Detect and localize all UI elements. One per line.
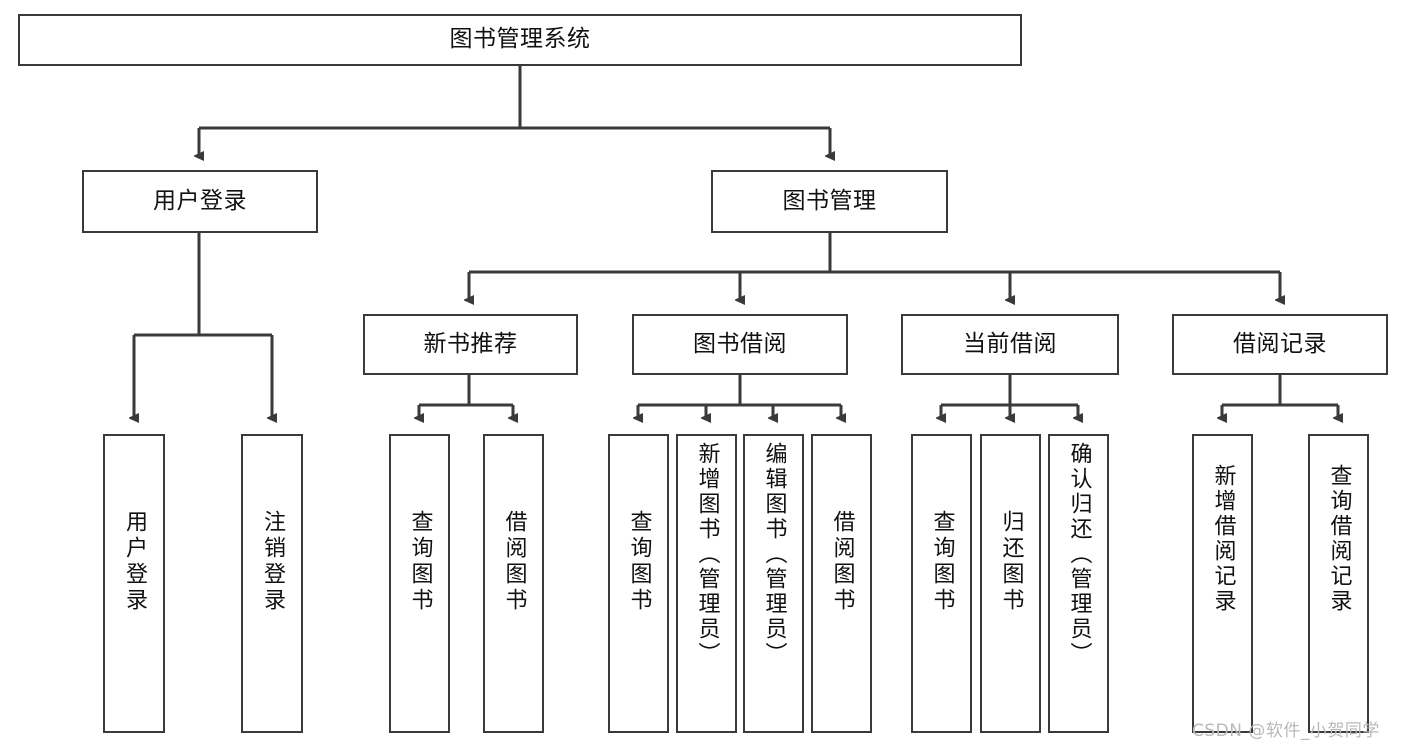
node-label: 编辑图书（管理员）: [761, 442, 787, 667]
node-label: 新增图书（管理员）: [694, 442, 720, 667]
node-label: 图书管理: [782, 187, 877, 214]
node-label: 图书借阅: [693, 330, 787, 357]
node-label: 借阅记录: [1233, 330, 1327, 357]
node-label: 新书推荐: [423, 330, 518, 357]
node-label: 新增借阅记录: [1210, 464, 1236, 614]
node-current-borrow[interactable]: 当前借阅: [901, 314, 1119, 375]
node-label: 用户登录: [122, 510, 147, 614]
leaf-current-query-book[interactable]: 查询图书: [911, 434, 972, 733]
node-user-login[interactable]: 用户登录: [82, 170, 318, 233]
node-label: 查询图书: [929, 510, 955, 614]
leaf-record-add-record[interactable]: 新增借阅记录: [1192, 434, 1253, 733]
node-book-management[interactable]: 图书管理: [711, 170, 948, 233]
node-borrow-record[interactable]: 借阅记录: [1172, 314, 1388, 375]
leaf-borrow-add-book-admin[interactable]: 新增图书（管理员）: [676, 434, 737, 733]
leaf-recommend-borrow-book[interactable]: 借阅图书: [483, 434, 544, 733]
node-new-book-recommend[interactable]: 新书推荐: [363, 314, 578, 375]
node-label: 查询图书: [626, 510, 652, 614]
node-label: 归还图书: [998, 510, 1024, 614]
node-label: 查询图书: [407, 510, 433, 614]
node-label: 查询借阅记录: [1326, 464, 1352, 614]
leaf-user-login-login[interactable]: 用户登录: [103, 434, 165, 733]
node-label: 图书管理系统: [449, 26, 591, 53]
leaf-recommend-query-book[interactable]: 查询图书: [389, 434, 450, 733]
node-label: 确认归还（管理员）: [1066, 442, 1092, 667]
leaf-borrow-borrow-book[interactable]: 借阅图书: [811, 434, 872, 733]
node-label: 当前借阅: [963, 330, 1057, 357]
node-root-system[interactable]: 图书管理系统: [18, 14, 1022, 66]
node-label: 借阅图书: [829, 510, 855, 614]
watermark-text: CSDN @软件_小贺同学: [1192, 721, 1380, 741]
node-label: 借阅图书: [501, 510, 527, 614]
leaf-current-return-book[interactable]: 归还图书: [980, 434, 1041, 733]
node-label: 注销登录: [260, 510, 285, 614]
node-book-borrow[interactable]: 图书借阅: [632, 314, 848, 375]
leaf-record-query-record[interactable]: 查询借阅记录: [1308, 434, 1369, 733]
leaf-borrow-query-book[interactable]: 查询图书: [608, 434, 669, 733]
leaf-current-confirm-return-admin[interactable]: 确认归还（管理员）: [1048, 434, 1109, 733]
leaf-user-login-logout[interactable]: 注销登录: [241, 434, 303, 733]
node-label: 用户登录: [153, 187, 247, 214]
leaf-borrow-edit-book-admin[interactable]: 编辑图书（管理员）: [743, 434, 804, 733]
